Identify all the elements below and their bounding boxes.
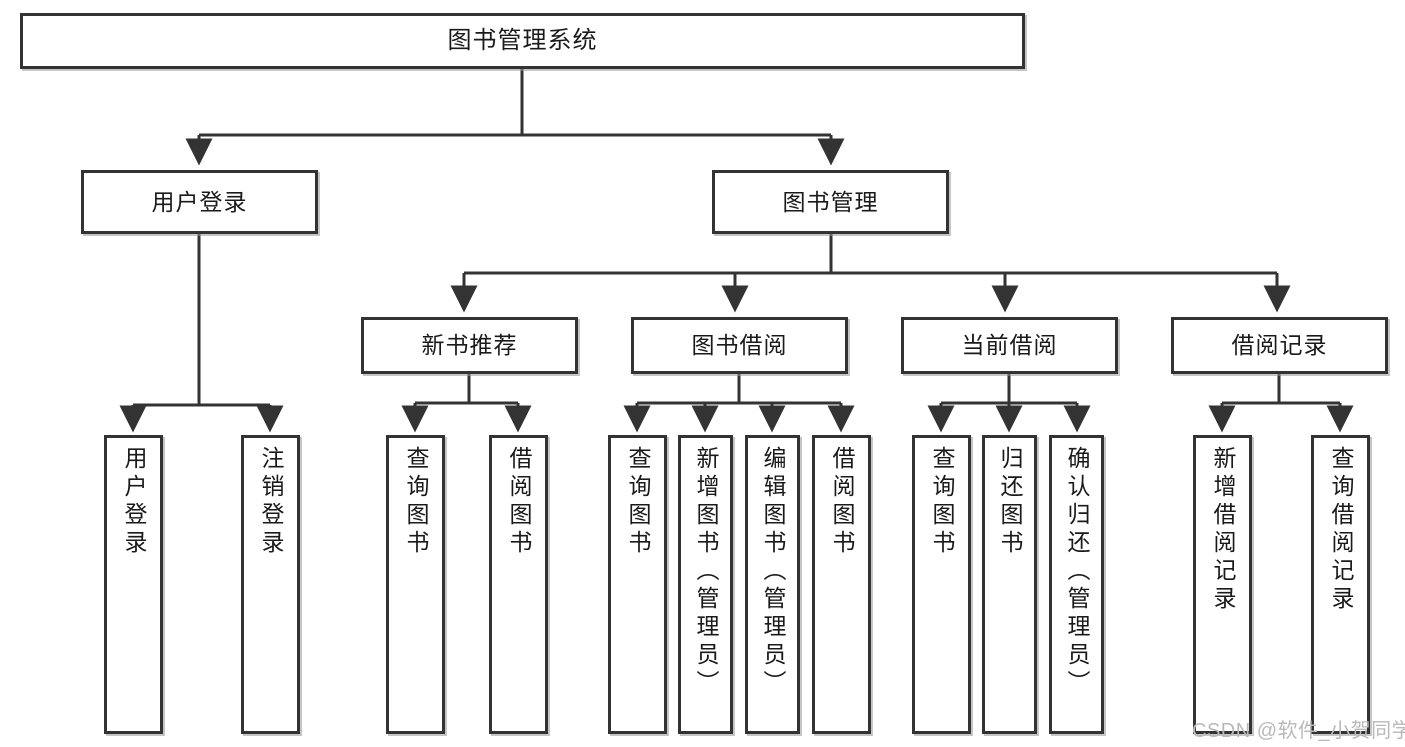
leaf-borrow-book-borrow[interactable]: 借阅图书: [812, 435, 871, 734]
node-label: 借阅图书: [506, 446, 532, 558]
node-label: 新增借阅记录: [1210, 446, 1236, 614]
node-label: 新增图书（管理员）: [693, 446, 719, 698]
node-label: 归还图书: [997, 446, 1023, 558]
node-new-book-recommend[interactable]: 新书推荐: [361, 317, 578, 374]
leaf-return-book[interactable]: 归还图书: [982, 435, 1037, 734]
node-label: 用户登录: [121, 446, 147, 558]
leaf-query-borrow-record[interactable]: 查询借阅记录: [1311, 435, 1370, 734]
node-label: 查询图书: [929, 446, 955, 558]
node-label: 当前借阅: [961, 332, 1058, 359]
node-borrow-record[interactable]: 借阅记录: [1171, 317, 1388, 374]
node-current-borrow[interactable]: 当前借阅: [901, 317, 1118, 374]
node-label: 借阅记录: [1231, 332, 1328, 359]
node-label: 查询图书: [625, 446, 651, 558]
node-label: 图书借阅: [691, 332, 788, 359]
leaf-add-borrow-record[interactable]: 新增借阅记录: [1193, 435, 1252, 734]
leaf-user-login[interactable]: 用户登录: [104, 435, 163, 734]
node-label: 注销登录: [258, 446, 284, 558]
leaf-add-book-admin[interactable]: 新增图书（管理员）: [678, 435, 733, 734]
node-label: 用户登录: [151, 188, 248, 215]
node-label: 查询借阅记录: [1328, 446, 1354, 614]
leaf-query-book-current[interactable]: 查询图书: [912, 435, 971, 734]
leaf-borrow-book-new-recommend[interactable]: 借阅图书: [489, 435, 548, 734]
leaf-query-book-borrow[interactable]: 查询图书: [608, 435, 667, 734]
node-root-book-management-system[interactable]: 图书管理系统: [20, 13, 1025, 69]
node-label: 借阅图书: [829, 446, 855, 558]
node-book-management[interactable]: 图书管理: [712, 170, 949, 234]
node-label: 新书推荐: [421, 332, 518, 359]
node-label: 编辑图书（管理员）: [760, 446, 786, 698]
leaf-logout-login[interactable]: 注销登录: [241, 435, 300, 734]
leaf-query-book-new-recommend[interactable]: 查询图书: [386, 435, 445, 734]
node-label: 图书管理系统: [447, 27, 598, 54]
leaf-edit-book-admin[interactable]: 编辑图书（管理员）: [745, 435, 800, 734]
node-label: 图书管理: [782, 188, 879, 215]
node-user-login[interactable]: 用户登录: [81, 170, 318, 234]
node-book-borrow[interactable]: 图书借阅: [631, 317, 848, 374]
node-label: 确认归还（管理员）: [1064, 446, 1090, 698]
leaf-confirm-return-admin[interactable]: 确认归还（管理员）: [1049, 435, 1104, 734]
node-label: 查询图书: [403, 446, 429, 558]
csdn-watermark: CSDN @软件_小贺同学: [1192, 720, 1405, 742]
